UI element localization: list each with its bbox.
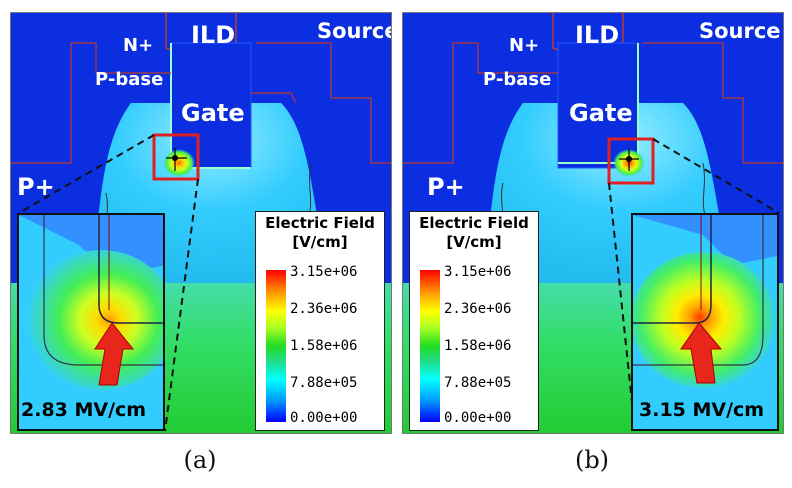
source-label: Source xyxy=(317,19,392,43)
legend-colorbar xyxy=(266,270,286,422)
legend-tick: 1.58e+06 xyxy=(444,338,512,354)
zoom-line-top xyxy=(18,134,155,214)
legend-tick: 3.15e+06 xyxy=(444,264,512,280)
legend-a: Electric Field[V/cm] 3.15e+06 2.36e+06 1… xyxy=(255,211,385,431)
zoom-box xyxy=(607,137,655,185)
legend-tick: 7.88e+05 xyxy=(444,375,512,391)
gate-label: Gate xyxy=(569,99,633,127)
legend-tick: 3.15e+06 xyxy=(290,264,358,280)
n-plus-label: N+ xyxy=(509,35,540,56)
legend-unit: [V/cm] xyxy=(446,233,502,251)
p-base-label: P-base xyxy=(95,69,164,90)
peak-arrow xyxy=(680,322,723,384)
p-plus-label: P+ xyxy=(17,173,55,201)
p-plus-label: P+ xyxy=(427,173,465,201)
legend-title: Electric Field xyxy=(265,214,375,232)
caption-b: (b) xyxy=(574,446,610,474)
gate-trench xyxy=(557,42,639,169)
legend-tick: 0.00e+00 xyxy=(290,410,358,426)
legend-unit: [V/cm] xyxy=(292,233,348,251)
p-base-junction-right xyxy=(256,42,391,164)
simulation-panel-a: ILD Source N+ P-base Gate P+ 2.83 MV xyxy=(10,12,392,434)
zoom-box xyxy=(152,133,200,181)
legend-tick: 2.36e+06 xyxy=(444,301,512,317)
peak-field-value: 2.83 MV/cm xyxy=(21,399,147,421)
p-base-label: P-base xyxy=(483,69,552,90)
ild-label: ILD xyxy=(575,21,620,49)
zoom-inset-b: 3.15 MV/cm xyxy=(631,213,779,431)
source-label: Source xyxy=(699,19,781,43)
field-peak-spot xyxy=(163,149,195,177)
legend-colorbar xyxy=(420,270,440,422)
p-base-junction-right xyxy=(643,42,783,164)
legend-tick: 1.58e+06 xyxy=(290,338,358,354)
caption-a: (a) xyxy=(183,446,217,474)
legend-b: Electric Field[V/cm] 3.15e+06 2.36e+06 1… xyxy=(409,211,539,431)
p-base-junction-left xyxy=(11,42,171,164)
peak-arrow xyxy=(94,322,135,386)
legend-tick: 2.36e+06 xyxy=(290,301,358,317)
n-plus-label: N+ xyxy=(123,35,154,56)
legend-title: Electric Field xyxy=(419,214,529,232)
zoom-line-top xyxy=(652,138,780,214)
ild-label: ILD xyxy=(191,21,236,49)
n-plus-junction xyxy=(251,92,297,104)
gate-label: Gate xyxy=(181,99,245,127)
gate-trench xyxy=(170,42,252,169)
legend-tick: 0.00e+00 xyxy=(444,410,512,426)
peak-field-value: 3.15 MV/cm xyxy=(639,399,765,421)
zoom-line-bottom xyxy=(608,182,636,432)
zoom-inset-a: 2.83 MV/cm xyxy=(17,213,165,431)
p-base-junction-left xyxy=(403,42,558,164)
legend-tick: 7.88e+05 xyxy=(290,375,358,391)
simulation-panel-b: ILD Source N+ P-base Gate P+ Electric Fi… xyxy=(402,12,784,434)
zoom-line-bottom xyxy=(164,178,199,432)
